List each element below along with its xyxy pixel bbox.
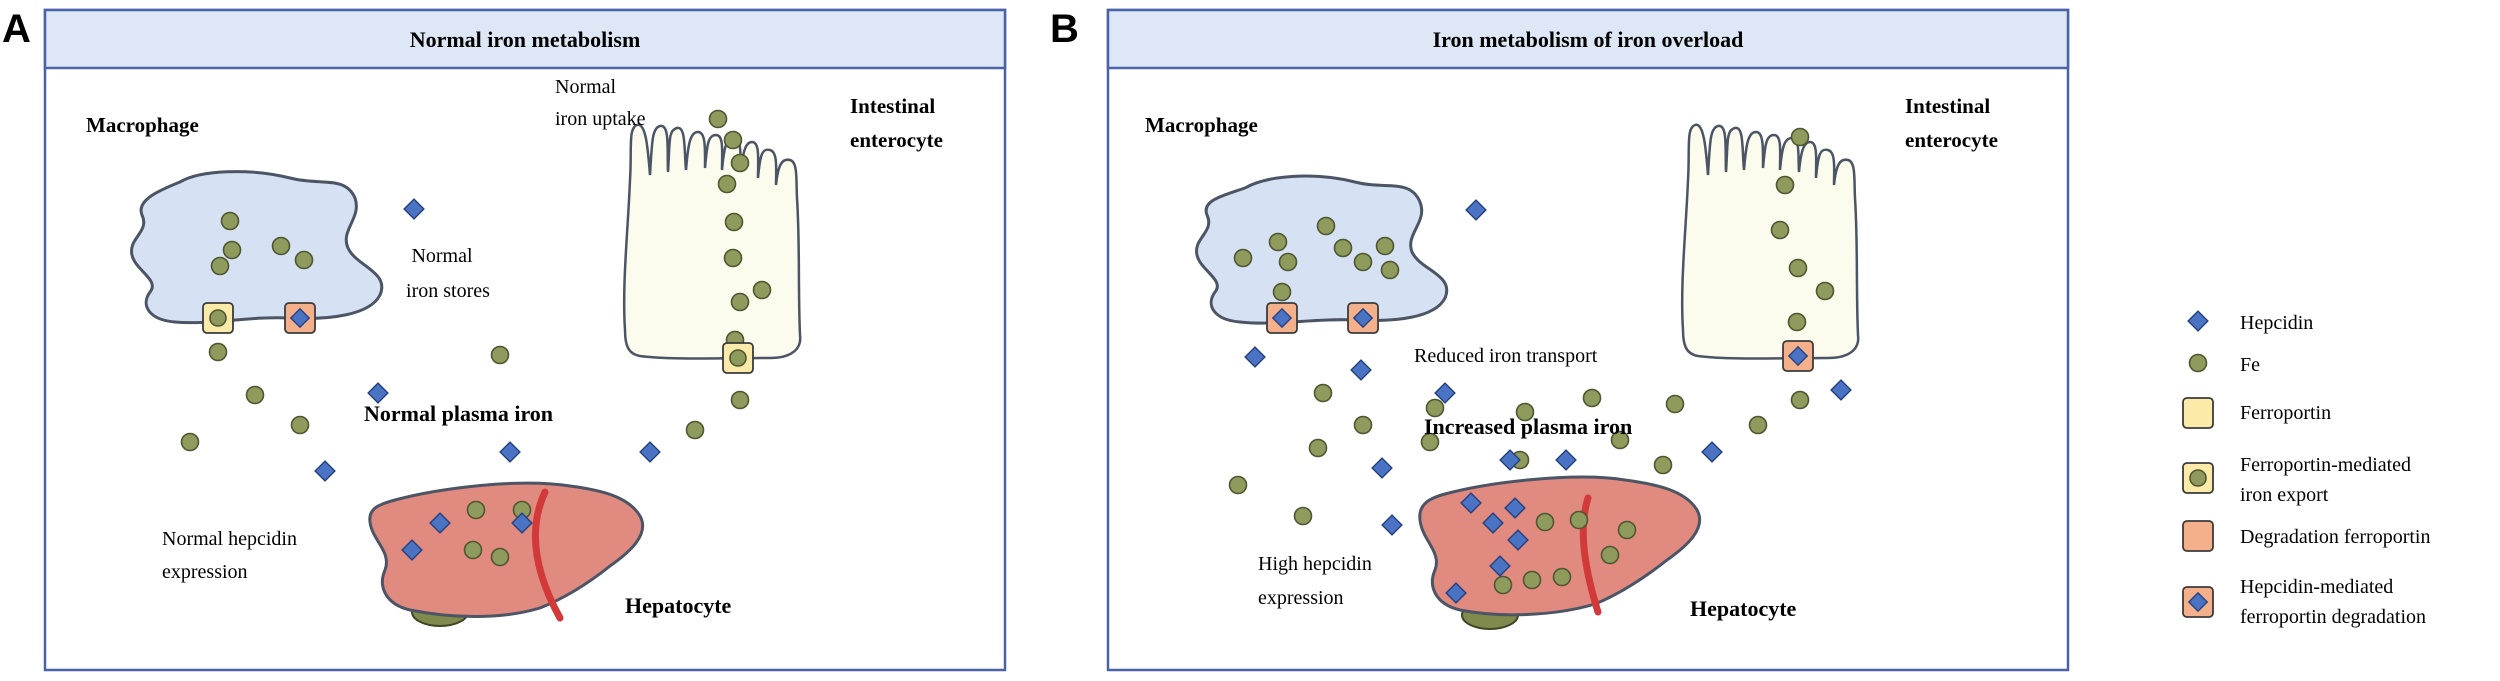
liver-a-ligament [531, 488, 564, 622]
enterocyte-ferroportin-export [722, 342, 754, 374]
legend-ferroportin-export: Ferroportin-mediated iron export [2182, 454, 2411, 506]
macrophage-ferroportin-export [202, 302, 234, 334]
legend-hepcidin-degradation-icon [2182, 586, 2214, 618]
enterocyte-b-degradation [1782, 340, 1814, 372]
svg-text:Ferroportin-mediated: Ferroportin-mediated [2240, 454, 2411, 476]
legend-fe: Fe [2188, 353, 2260, 376]
iron-stores-label-line1: Normal [411, 245, 473, 267]
legend: Hepcidin Fe Ferroportin Ferroportin-medi… [2182, 310, 2430, 628]
liver-b-body [1418, 475, 1702, 617]
legend-ferroportin-icon [2182, 397, 2214, 429]
macrophage-ferroportin-degradation [284, 302, 316, 334]
panel-b-title: Iron metabolism of iron overload [1433, 27, 1744, 52]
svg-text:Hepcidin: Hepcidin [2240, 312, 2313, 334]
legend-hepcidin-degradation: Hepcidin-mediated ferroportin degradatio… [2182, 576, 2426, 628]
uptake-label-line2: iron uptake [555, 108, 646, 130]
svg-text:Fe: Fe [2240, 354, 2260, 376]
plasma-iron-label-a: Normal plasma iron [364, 401, 553, 426]
legend-hepcidin-icon [2187, 310, 2209, 332]
iron-stores-label-line2: iron stores [406, 280, 490, 302]
macrophage-label-a: Macrophage [86, 113, 199, 137]
panel-a-header [43, 8, 1007, 70]
macrophage-cell-b [1195, 174, 1449, 325]
enterocyte-cell [622, 123, 802, 360]
svg-text:Hepcidin-mediated: Hepcidin-mediated [2240, 576, 2393, 598]
enterocyte-label-b-line1: Intestinal [1905, 94, 1990, 118]
reduced-transport-label: Reduced iron transport [1414, 345, 1598, 367]
legend-ferroportin-export-icon [2182, 462, 2214, 494]
liver-b [1418, 475, 1702, 630]
hepcidin-expression-label-a-line1: Normal hepcidin [162, 528, 297, 550]
enterocyte-label-a-line1: Intestinal [850, 94, 935, 118]
panel-a-letter: A [2, 7, 31, 51]
hepcidin-expression-label-b-line1: High hepcidin [1258, 553, 1372, 575]
hepcidin-expression-label-b-line2: expression [1258, 587, 1344, 609]
macrophage-label-b: Macrophage [1145, 113, 1258, 137]
svg-text:Ferroportin: Ferroportin [2240, 402, 2331, 424]
enterocyte-label-a-line2: enterocyte [850, 128, 943, 152]
uptake-label-line1: Normal [555, 76, 617, 98]
enterocyte-label-b-line2: enterocyte [1905, 128, 1998, 152]
plasma-iron-label-b: Increased plasma iron [1424, 414, 1632, 439]
legend-fe-icon [2188, 353, 2208, 373]
enterocyte-cell-b [1680, 123, 1860, 360]
hepatocyte-label-b: Hepatocyte [1690, 596, 1797, 621]
panel-b-header [1106, 8, 2070, 70]
liver-b-ligament [1579, 494, 1602, 616]
hepcidin-expression-label-a-line2: expression [162, 561, 248, 583]
legend-degradation-ferroportin: Degradation ferroportin [2182, 520, 2430, 552]
svg-text:ferroportin degradation: ferroportin degradation [2240, 606, 2426, 628]
hepatocyte-label-a: Hepatocyte [625, 593, 732, 618]
svg-text:iron export: iron export [2240, 484, 2329, 506]
legend-ferroportin: Ferroportin [2182, 397, 2331, 429]
panel-b-letter: B [1050, 7, 1079, 51]
macrophage-b-degradation-1 [1266, 302, 1298, 334]
panel-a: A Normal iron metabolism [2, 7, 1007, 672]
panel-b: B Iron metabolism of iron overload [1050, 7, 2070, 672]
macrophage-b-degradation-2 [1347, 302, 1379, 334]
svg-text:Degradation ferroportin: Degradation ferroportin [2240, 526, 2430, 548]
macrophage-cell [130, 170, 384, 325]
legend-hepcidin: Hepcidin [2187, 310, 2313, 334]
panel-a-title: Normal iron metabolism [410, 27, 641, 52]
legend-degradation-icon [2182, 520, 2214, 552]
